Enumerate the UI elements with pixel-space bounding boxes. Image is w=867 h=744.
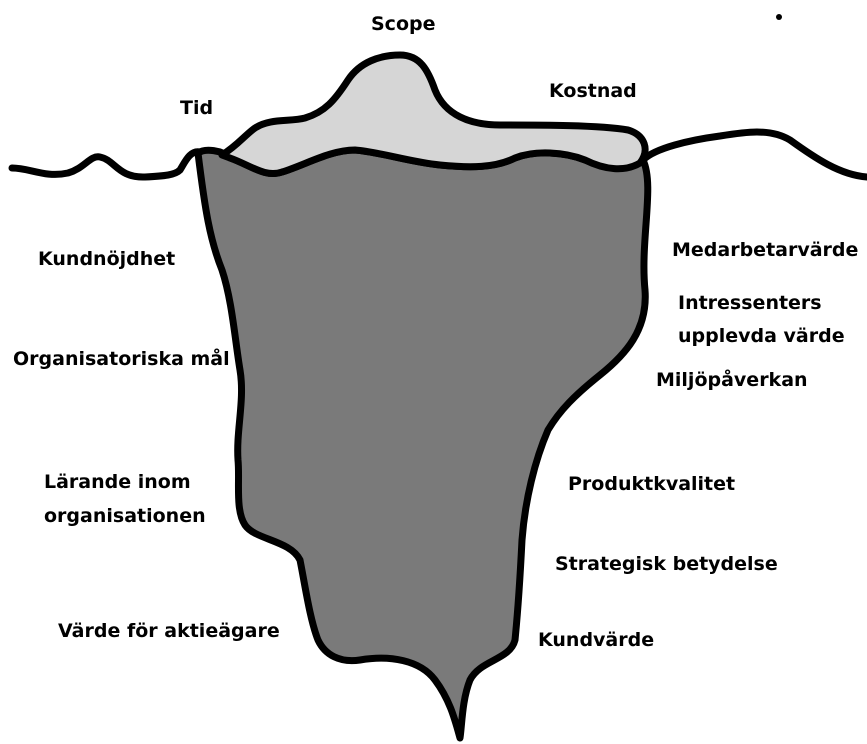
label-miljopaverkan: Miljöpåverkan	[656, 364, 808, 396]
label-organisatoriska-mal: Organisatoriska mål	[13, 343, 230, 375]
waterline-right	[643, 132, 867, 177]
label-medarbetarvarde: Medarbetarvärde	[672, 234, 858, 266]
dot-mark	[776, 14, 782, 20]
label-varde-for-aktieagare: Värde för aktieägare	[58, 615, 280, 647]
label-intressenter-line2: upplevda värde	[678, 320, 845, 352]
label-kostnad: Kostnad	[549, 75, 637, 107]
label-kundvarde: Kundvärde	[538, 624, 654, 656]
label-larande-line1: Lärande inom	[44, 466, 191, 498]
iceberg-tip	[222, 55, 645, 174]
label-produktkvalitet: Produktkvalitet	[568, 468, 735, 500]
label-kundnojdhet: Kundnöjdhet	[38, 243, 175, 275]
label-scope: Scope	[371, 8, 436, 40]
waterline-left	[12, 152, 200, 177]
label-strategisk-betydelse: Strategisk betydelse	[555, 548, 778, 580]
label-tid: Tid	[180, 92, 213, 124]
label-larande-line2: organisationen	[44, 500, 206, 532]
label-intressenter-line1: Intressenters	[678, 287, 822, 319]
